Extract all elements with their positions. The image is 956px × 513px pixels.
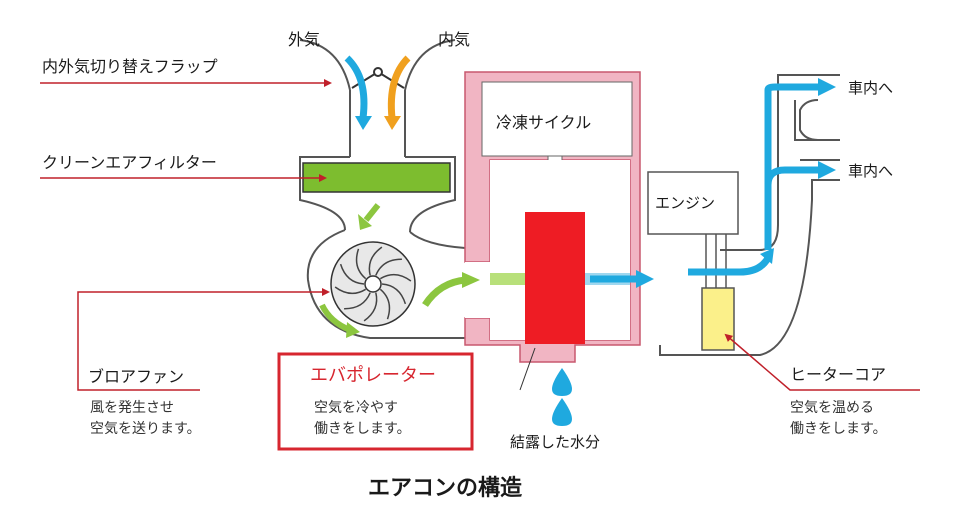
evaporator-desc-line-1: 空気を冷やす bbox=[314, 400, 398, 416]
fan-blade bbox=[381, 283, 407, 305]
engine-label: エンジン bbox=[655, 194, 715, 212]
to-cabin-label-2: 車内へ bbox=[848, 162, 893, 180]
fan-blade bbox=[355, 248, 367, 280]
airflow-inside-arrow bbox=[384, 55, 411, 130]
outside-air-label: 外気 bbox=[288, 30, 320, 49]
fan-blade bbox=[368, 246, 383, 276]
clean-air-filter bbox=[302, 162, 451, 193]
evaporator-label: エバポレーター bbox=[310, 365, 436, 386]
to-cabin-label-1: 車内へ bbox=[848, 79, 893, 97]
blower-fan-icon bbox=[330, 241, 416, 327]
evaporator-desc-line-2: 働きをします。 bbox=[314, 421, 411, 437]
fan-blade bbox=[379, 273, 412, 282]
heater-core bbox=[701, 287, 735, 351]
heater-desc-line-1: 空気を温める bbox=[790, 400, 874, 416]
blower-desc-line-1: 風を発生させ bbox=[90, 400, 174, 416]
air-flap-icon bbox=[351, 67, 405, 89]
engine-box bbox=[647, 171, 739, 235]
leader-lines bbox=[40, 79, 920, 391]
water-droplet-icon bbox=[552, 368, 572, 426]
airflow-outlet-arrows bbox=[764, 78, 836, 250]
heater-core-label: ヒーターコア bbox=[790, 365, 886, 384]
filter-label: クリーンエアフィルター bbox=[42, 153, 217, 172]
diagram-title: エアコンの構造 bbox=[368, 475, 522, 501]
fan-blade bbox=[339, 263, 365, 285]
refrigeration-label: 冷凍サイクル bbox=[496, 113, 591, 132]
blower-desc-line-2: 空気を送ります。 bbox=[90, 421, 201, 437]
inside-air-label: 内気 bbox=[438, 30, 470, 49]
airflow-heater-arrow bbox=[688, 248, 774, 276]
airflow-outside-arrow bbox=[344, 55, 372, 130]
evaporator-highlight-box bbox=[277, 352, 474, 451]
fan-blade bbox=[334, 286, 367, 295]
flap-label: 内外気切り替えフラップ bbox=[42, 57, 218, 76]
heater-desc-line-2: 働きをします。 bbox=[790, 421, 887, 437]
airflow-cold-arrow bbox=[585, 270, 654, 288]
fan-blade bbox=[379, 288, 391, 320]
fan-blade bbox=[363, 292, 378, 322]
evaporator-core bbox=[525, 212, 585, 344]
fan-blade bbox=[344, 292, 371, 310]
airflow-green-arrows bbox=[319, 203, 525, 338]
condensed-water-label: 結露した水分 bbox=[510, 433, 600, 451]
duct-outline bbox=[299, 39, 840, 356]
blower-fan-label: ブロアファン bbox=[88, 367, 184, 386]
refrigeration-box bbox=[481, 81, 633, 157]
fan-blade bbox=[375, 258, 402, 276]
engine-pipes bbox=[705, 234, 727, 288]
